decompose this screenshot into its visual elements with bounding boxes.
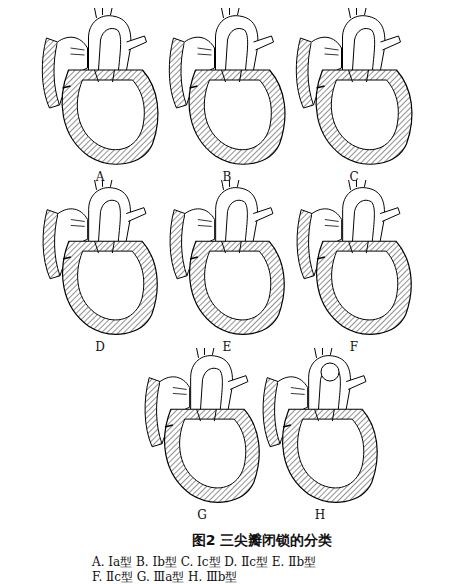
figure-letter: A [96,170,105,184]
figure-letter: D [95,340,105,354]
figure-letter: G [197,508,207,522]
figure-letter: C [349,170,358,184]
heart-figure [297,178,411,334]
valve-ring [321,363,339,381]
heart-figure [296,6,412,164]
figure-letter: B [223,170,232,184]
figure-letter: H [315,508,325,522]
figure-caption: 图2 三尖瓣闭锁的分类 [192,532,333,549]
figure-letter: F [350,340,358,354]
heart-figure [42,6,158,164]
figure-letter: E [223,340,232,354]
heart-figure [170,178,284,334]
heart-figure [263,346,377,502]
heart-figure [43,178,157,334]
figure-key: A. Ⅰa型 B. Ⅰb型 C. Ⅰc型 D. Ⅱc型 E. Ⅱb型 [92,555,316,569]
heart-figure [145,346,259,502]
heart-figure [169,6,285,164]
figure-key: F. Ⅱc型 G. Ⅲa型 H. Ⅲb型 [92,570,237,584]
